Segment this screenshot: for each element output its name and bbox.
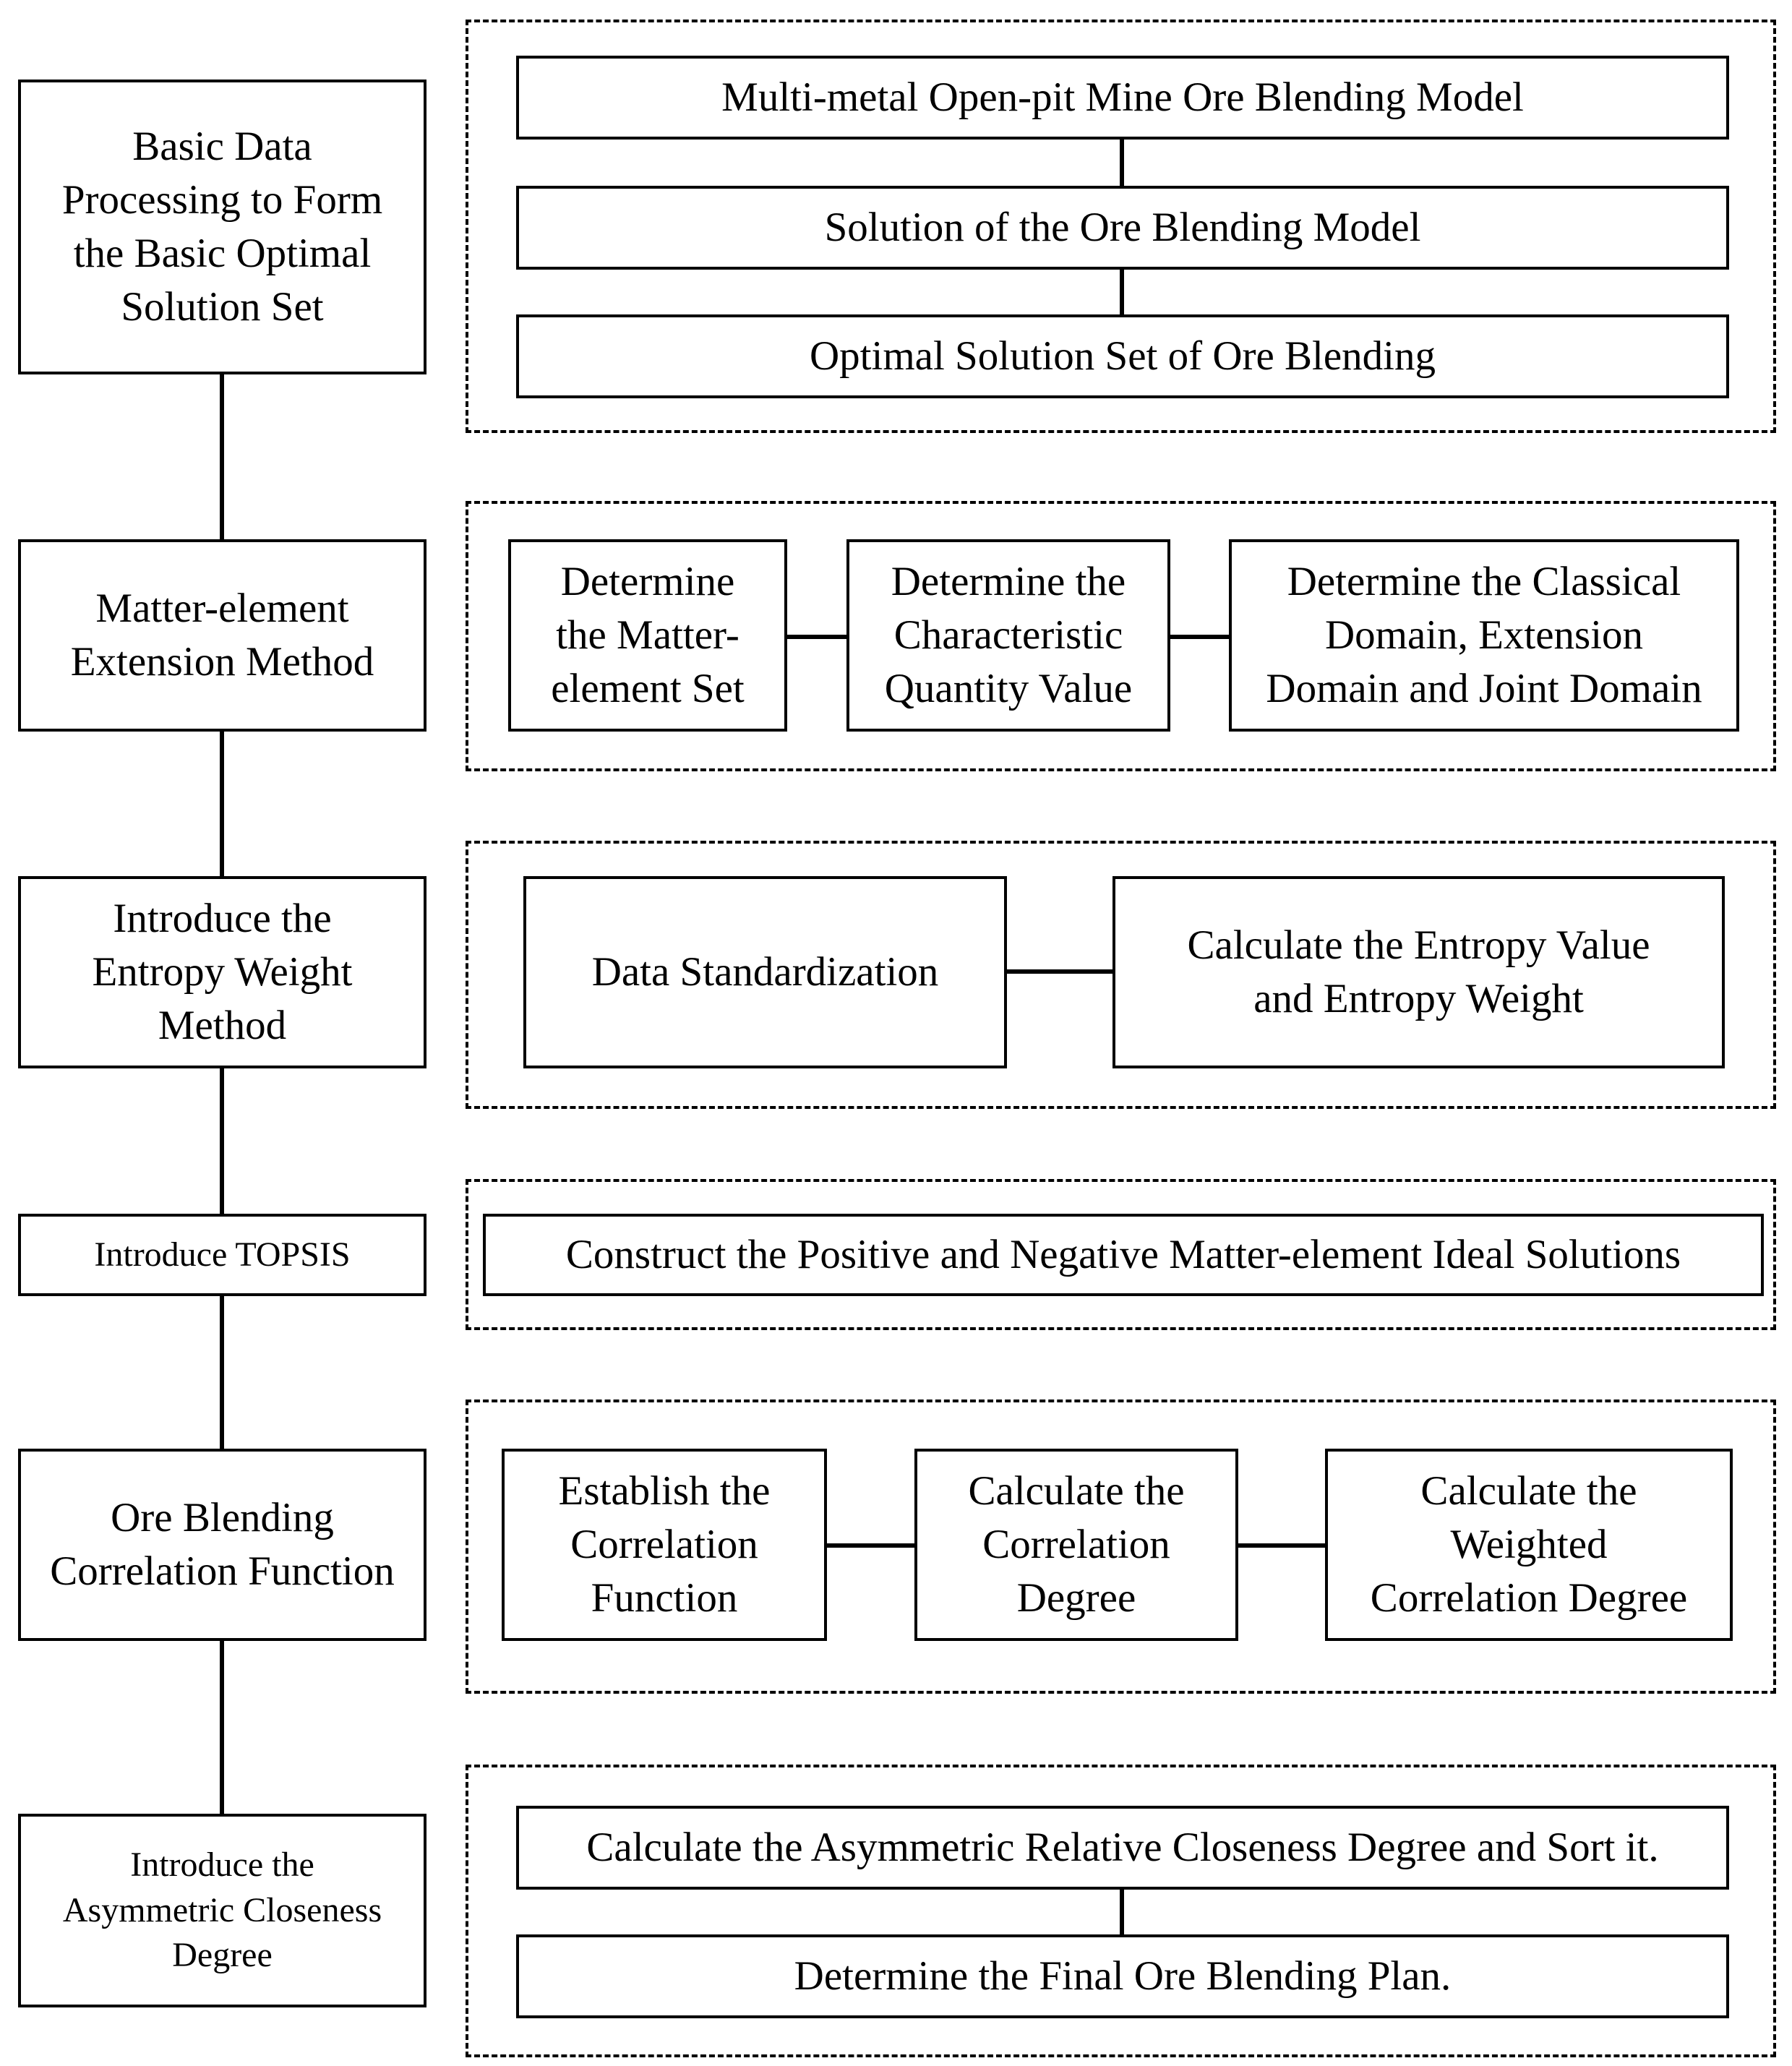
- step-asymmetric-closeness: Introduce the Asymmetric Closeness Degre…: [18, 1814, 426, 2007]
- step-topsis: Introduce TOPSIS: [18, 1214, 426, 1296]
- box-weighted-correlation-label: Calculate the Weighted Correlation Degre…: [1370, 1467, 1688, 1621]
- box-data-standardization: Data Standardization: [523, 876, 1007, 1068]
- step-matter-element: Matter-element Extension Method: [18, 539, 426, 732]
- box-optimal-solution-set: Optimal Solution Set of Ore Blending: [516, 314, 1729, 398]
- box-ideal-solutions: Construct the Positive and Negative Matt…: [483, 1214, 1764, 1296]
- box-ore-blending-model-label: Multi-metal Open-pit Mine Ore Blending M…: [721, 74, 1524, 120]
- box-domains-label: Determine the Classical Domain, Extensio…: [1266, 558, 1702, 712]
- box-matter-element-set-label: Determine the Matter- element Set: [551, 558, 745, 712]
- box-final-plan: Determine the Final Ore Blending Plan.: [516, 1934, 1729, 2018]
- step-entropy-weight-label: Introduce the Entropy Weight Method: [92, 895, 353, 1049]
- box-characteristic-value-label: Determine the Characteristic Quantity Va…: [884, 558, 1133, 712]
- group-asymmetric-closeness: [466, 1765, 1776, 2057]
- step-correlation-function-label: Ore Blending Correlation Function: [50, 1494, 395, 1594]
- box-characteristic-value: Determine the Characteristic Quantity Va…: [846, 539, 1170, 732]
- box-optimal-solution-set-label: Optimal Solution Set of Ore Blending: [809, 333, 1436, 379]
- box-data-standardization-label: Data Standardization: [591, 948, 939, 995]
- group-correlation: [466, 1400, 1776, 1694]
- box-matter-element-set: Determine the Matter- element Set: [508, 539, 787, 732]
- box-ore-blending-model: Multi-metal Open-pit Mine Ore Blending M…: [516, 56, 1729, 140]
- step-entropy-weight: Introduce the Entropy Weight Method: [18, 876, 426, 1068]
- left-spine-connector: [220, 374, 224, 1819]
- group-matter-element: [466, 501, 1776, 771]
- box-model-solution-label: Solution of the Ore Blending Model: [824, 204, 1421, 250]
- box-asymmetric-closeness: Calculate the Asymmetric Relative Closen…: [516, 1806, 1729, 1890]
- box-final-plan-label: Determine the Final Ore Blending Plan.: [794, 1953, 1452, 1999]
- group-entropy-weight: [466, 841, 1776, 1109]
- group3-connector: [1005, 969, 1116, 974]
- box-asymmetric-closeness-label: Calculate the Asymmetric Relative Closen…: [586, 1824, 1659, 1870]
- box-ideal-solutions-label: Construct the Positive and Negative Matt…: [565, 1231, 1681, 1277]
- group-topsis: [466, 1179, 1776, 1330]
- box-domains: Determine the Classical Domain, Extensio…: [1229, 539, 1739, 732]
- box-entropy-value: Calculate the Entropy Value and Entropy …: [1113, 876, 1725, 1068]
- step-basic-data: Basic Data Processing to Form the Basic …: [18, 80, 426, 374]
- box-entropy-value-label: Calculate the Entropy Value and Entropy …: [1187, 922, 1650, 1021]
- step-topsis-label: Introduce TOPSIS: [94, 1235, 351, 1274]
- box-establish-correlation: Establish the Correlation Function: [502, 1449, 827, 1641]
- box-correlation-degree: Calculate the Correlation Degree: [914, 1449, 1238, 1641]
- box-establish-correlation-label: Establish the Correlation Function: [558, 1467, 771, 1621]
- group6-connector: [1120, 1887, 1124, 1937]
- box-model-solution: Solution of the Ore Blending Model: [516, 186, 1729, 270]
- box-correlation-degree-label: Calculate the Correlation Degree: [968, 1467, 1185, 1621]
- step-basic-data-label: Basic Data Processing to Form the Basic …: [61, 123, 383, 330]
- step-asymmetric-closeness-label: Introduce the Asymmetric Closeness Degre…: [62, 1846, 382, 1975]
- step-correlation-function: Ore Blending Correlation Function: [18, 1449, 426, 1641]
- box-weighted-correlation: Calculate the Weighted Correlation Degre…: [1325, 1449, 1733, 1641]
- group-basic-data: [466, 20, 1776, 433]
- step-matter-element-label: Matter-element Extension Method: [70, 585, 374, 685]
